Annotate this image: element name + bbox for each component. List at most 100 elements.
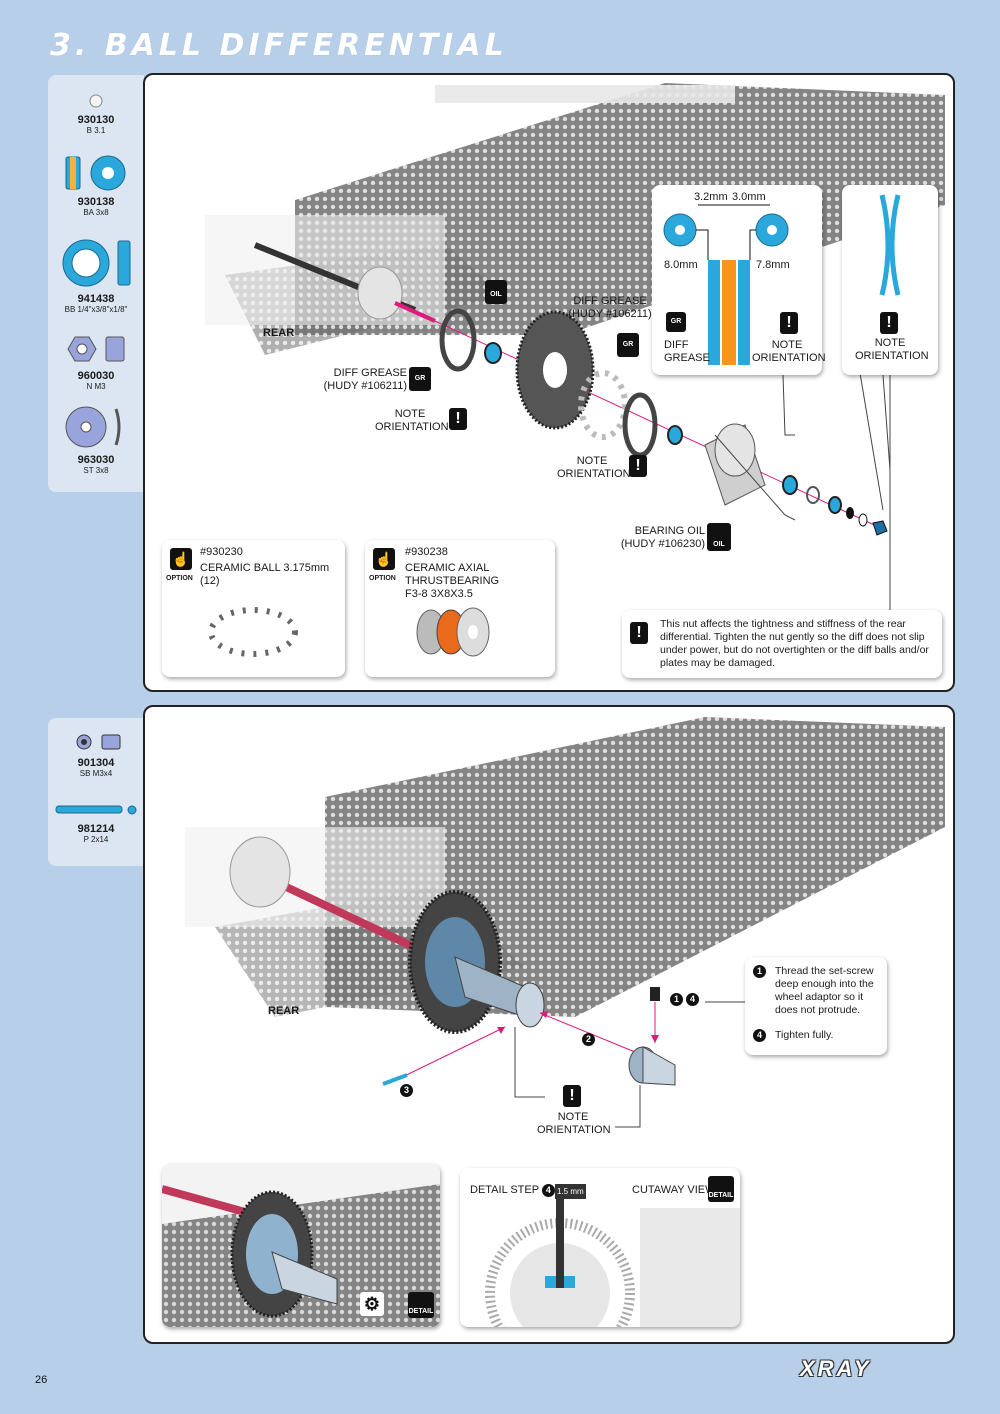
washer-icon [65,406,121,448]
part-930138: 930138 BA 3x8 [48,155,144,217]
detail-step-text: DETAIL STEP [470,1184,539,1196]
option-part-desc: CERAMIC AXIAL THRUSTBEARING F3-8 3X8X3.5 [405,562,500,600]
part-981214: 981214 P 2x14 [48,802,144,844]
note-icon: ! [780,312,798,334]
ball-bearing-icon [62,239,131,287]
option-badge: OPTION [369,575,396,582]
part-desc: BA 3x8 [83,208,109,217]
assembled-diff-photo [162,1164,440,1327]
thumbs-up-icon: ☝ [170,548,192,570]
note-orientation-label-2: NOTE ORIENTATION [557,455,631,480]
part-number: 930130 [77,114,115,126]
parts-list-step1: 930130 B 3.1 930138 BA 3x8 941438 BB 1/4… [48,75,144,492]
part-desc: ST 3x8 [83,466,109,475]
note-icon: ! [880,312,898,334]
detail-icon: DETAIL [408,1292,434,1318]
step-number: 1 [670,993,683,1006]
option-ceramic-ball: ☝ OPTION #930230 CERAMIC BALL 3.175mm (1… [162,540,345,677]
parts-list-step2: 901304 SB M3x4 981214 P 2x14 [48,718,144,866]
bearing-oil-label: BEARING OIL (HUDY #106230) [620,525,705,550]
part-desc: BB 1/4"x3/8"x1/8" [64,305,128,314]
note-icon: ! [449,408,467,430]
diff-grease-label: DIFF GREASE [664,339,710,364]
step-number: 2 [582,1033,595,1046]
step2-panel: REAR 1 4 2 3 ! NOTE ORIENTATION 1 Thread… [143,705,955,1344]
step-number: 3 [400,1084,413,1097]
instruction-text: Tighten fully. [775,1029,834,1041]
part-desc: SB M3x4 [79,769,113,778]
step-number: 4 [753,1029,766,1042]
step1-panel: REAR DIFF GREASE (HUDY #106211) GR NOTE … [143,73,955,692]
warning-callout: ! This nut affects the tightness and sti… [622,610,942,678]
hudy-oil-icon: OIL [707,523,731,551]
note-orientation-label-1: NOTE ORIENTATION [375,408,449,433]
detail-photo-callout: ⚙ DETAIL [162,1164,440,1327]
option-part-number: #930230 [200,546,243,558]
part-960030: 960030 N M3 [48,333,144,391]
part-number: 941438 [77,293,115,305]
warning-text: This nut affects the tightness and stiff… [660,618,929,669]
page-number: 26 [35,1374,48,1386]
instruction-4: 4 Tighten fully. [753,1029,883,1042]
step-label-3: 3 [400,1084,413,1097]
option-part-number: #930238 [405,546,448,558]
brand-logo: XRAY [800,1356,872,1381]
part-number: 930138 [77,196,115,208]
rear-label: REAR [268,1005,300,1017]
bearing-icon [65,155,126,191]
chassis-exploded-illustration [205,83,945,620]
part-930130: 930130 B 3.1 [48,93,144,135]
note-orientation-label: NOTE ORIENTATION [537,1111,611,1136]
step-number: 4 [541,1184,555,1197]
option-thrust-bearing: ☝ OPTION #930238 CERAMIC AXIAL THRUSTBEA… [365,540,555,677]
note-icon: ! [629,455,647,477]
instructions-callout: 1 Thread the set-screw deep enough into … [745,957,887,1055]
cutaway-label: CUTAWAY VIEW [632,1184,716,1196]
warning-icon: ! [630,622,648,644]
note-orientation-label: NOTE ORIENTATION [752,339,826,364]
dim-label: 3.0mm [732,191,766,203]
instruction-1: 1 Thread the set-screw deep enough into … [753,965,883,1017]
ceramic-balls-illustration [208,607,298,657]
gears-icon: ⚙ [360,1292,384,1316]
part-number: 901304 [77,757,115,769]
option-badge: OPTION [166,575,193,582]
detail-step-callout: DETAIL STEP 4 1.5 mm CUTAWAY VIEW DETAIL [460,1168,740,1327]
part-desc: B 3.1 [86,126,106,135]
spring-washer-diagram [879,194,901,296]
diff-grease-left-label: DIFF GREASE (HUDY #106211) [323,367,407,392]
part-901304: 901304 SB M3x4 [48,732,144,778]
note-orientation-label: NOTE ORIENTATION [855,337,929,362]
dim-label: 3.2mm [694,191,728,203]
nut-icon [67,336,125,362]
step-label-2: 2 [582,1033,595,1046]
part-number: 963030 [77,454,115,466]
step-label-1-4: 1 4 [670,993,700,1006]
thrust-bearing-illustration [416,607,490,657]
set-screw-icon [76,734,121,750]
dim-label: 7.8mm [756,259,790,271]
oil-icon: OIL [485,280,507,304]
part-number: 981214 [77,823,115,835]
pin-icon [55,805,137,815]
grease-icon: GR [666,312,686,332]
part-941438: 941438 BB 1/4"x3/8"x1/8" [48,238,144,314]
detail-step-label: DETAIL STEP 4 [470,1184,555,1197]
part-number: 960030 [77,370,115,382]
step-number: 4 [686,993,700,1006]
ball-icon [89,94,103,108]
spring-callout: ! NOTE ORIENTATION [842,185,938,375]
page-title: 3. BALL DIFFERENTIAL [50,28,508,63]
note-icon: ! [563,1085,581,1107]
spacing-callout: 3.2mm 3.0mm 8.0mm 7.8mm GR DIFF GREASE !… [652,185,826,375]
grease-icon: GR [409,367,431,391]
option-part-desc: CERAMIC BALL 3.175mm (12) [200,562,330,587]
step-number: 1 [753,965,766,978]
hex-tool-label: 1.5 mm [555,1184,586,1199]
diff-grease-top-label: DIFF GREASE (HUDY #106211) [568,295,652,320]
chassis-assembly-illustration [185,717,945,1128]
dim-label: 8.0mm [664,259,698,271]
part-desc: N M3 [86,382,106,391]
part-desc: P 2x14 [83,835,109,844]
cutaway-illustration [485,1188,740,1327]
